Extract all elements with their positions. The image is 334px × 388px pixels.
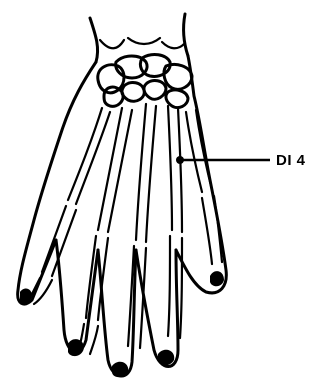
acupoint-label: DI 4 xyxy=(276,152,306,169)
fingernails xyxy=(20,271,224,377)
hand-outline xyxy=(18,56,227,376)
forearm xyxy=(90,14,188,62)
carpal-bones xyxy=(98,55,192,108)
